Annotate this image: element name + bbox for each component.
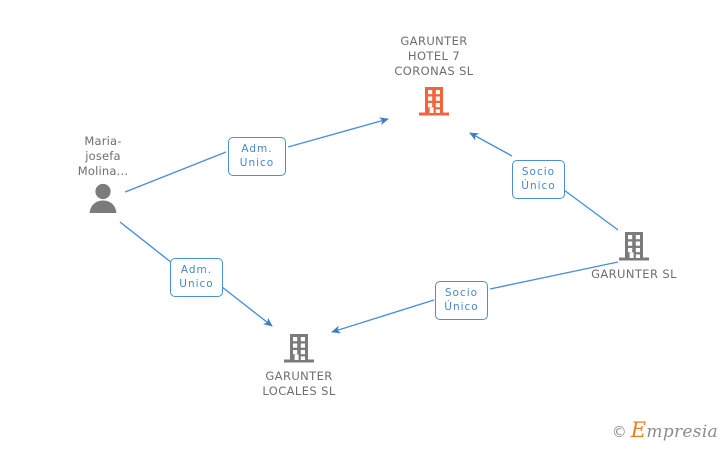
person-icon	[48, 183, 158, 213]
copyright-icon: ©	[611, 423, 627, 441]
edge-line-garunter-to-sociounico-top	[563, 189, 619, 231]
edge-line-admunico-bottom-to-locales	[221, 286, 273, 327]
brand-name: Empresia	[631, 418, 718, 442]
empresia-watermark: © Empresia	[612, 418, 718, 442]
edge-line-maria-to-admunico-bottom	[119, 221, 173, 264]
brand-initial: E	[630, 418, 647, 442]
edge-label-adm-unico-locales[interactable]: Adm. Unico	[170, 258, 223, 297]
edge-line-sociounico-top-to-hotel	[469, 132, 513, 157]
node-label-garunter-sl: GARUNTER SL	[591, 267, 677, 281]
node-garunter-locales-sl[interactable]: GARUNTER LOCALES SL	[243, 332, 355, 399]
node-garunter-hotel-7-coronas[interactable]: GARUNTER HOTEL 7 CORONAS SL	[368, 34, 500, 117]
edge-line-admunico-top-to-hotel	[287, 117, 389, 148]
node-garunter-sl[interactable]: GARUNTER SL	[578, 230, 690, 282]
node-person-maria[interactable]: Maria- josefa Molina...	[48, 134, 158, 213]
brand-rest: mpresia	[646, 422, 718, 442]
building-icon	[578, 230, 690, 262]
node-label-person-maria: Maria- josefa Molina...	[77, 134, 129, 178]
edge-line-sociounico-bottom-to-locales	[331, 299, 435, 334]
node-label-garunter-hotel-7-coronas: GARUNTER HOTEL 7 CORONAS SL	[394, 34, 474, 78]
node-label-garunter-locales-sl: GARUNTER LOCALES SL	[262, 369, 336, 398]
edge-label-socio-unico-hotel[interactable]: Socio Único	[512, 160, 565, 199]
edge-line-garunter-to-sociounico-bottom	[489, 261, 619, 290]
building-icon	[368, 85, 500, 117]
edge-line-maria-to-admunico-top	[124, 151, 227, 193]
building-icon	[243, 332, 355, 364]
edge-label-adm-unico-hotel[interactable]: Adm. Unico	[228, 137, 286, 176]
edge-label-socio-unico-locales[interactable]: Socio Único	[435, 281, 488, 320]
